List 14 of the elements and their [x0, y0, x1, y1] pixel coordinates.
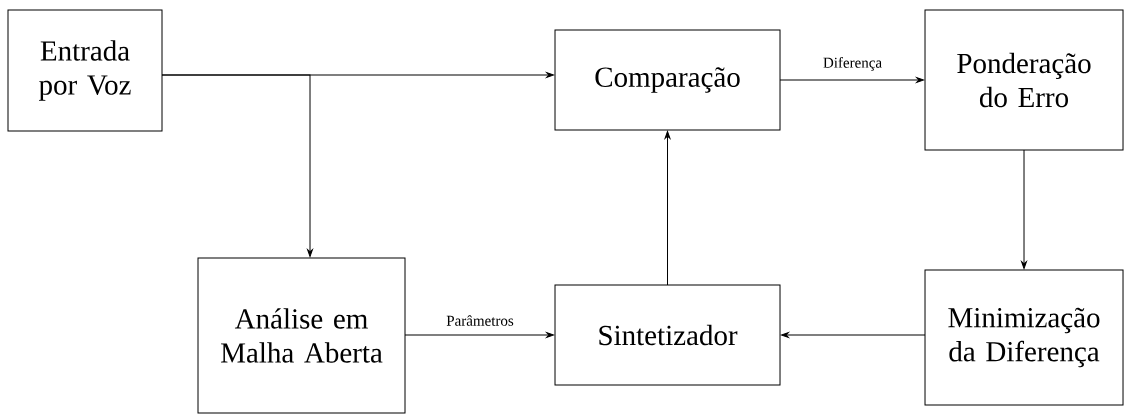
edge-label: Diferença	[823, 57, 882, 71]
process-box: Ponderação do Erro	[924, 9, 1124, 151]
arrow	[1021, 149, 1027, 269]
arrow	[779, 77, 924, 83]
process-box: Comparação	[554, 29, 781, 131]
arrow	[161, 74, 313, 257]
arrow	[781, 332, 926, 338]
arrow	[404, 332, 554, 338]
process-box: Entrada por Voz	[7, 9, 163, 132]
process-box: Análise em Malha Aberta	[197, 257, 406, 414]
arrow	[664, 131, 671, 286]
process-box: Sintetizador	[554, 284, 781, 386]
edge-label: Parâmetros	[446, 315, 514, 326]
process-box: Minimização da Diferença	[924, 269, 1124, 406]
